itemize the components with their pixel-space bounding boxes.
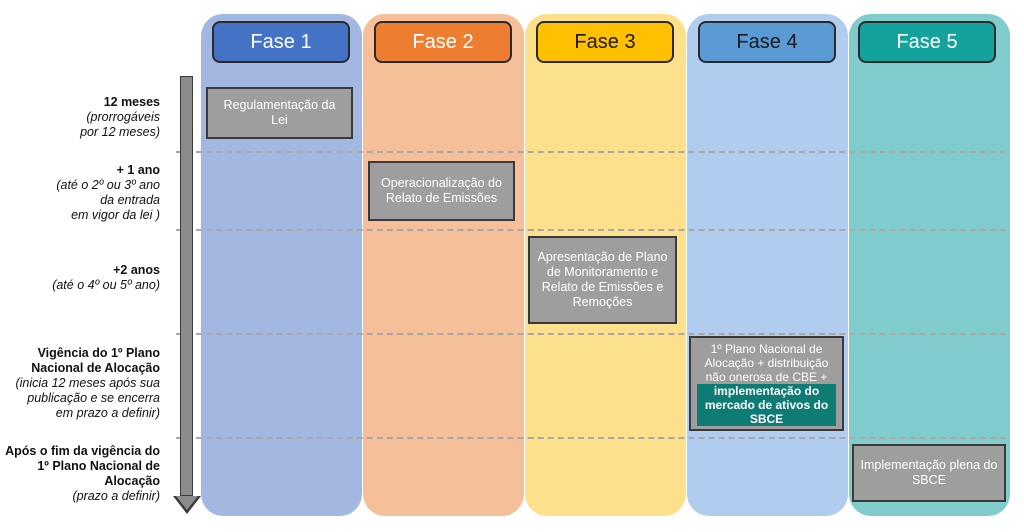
timeline-label-2: + 1 ano (até o 2º ou 3º ano da entrada e…	[56, 163, 160, 222]
phase-4-column	[687, 14, 848, 516]
separator-2	[176, 229, 1006, 231]
separator-1	[176, 151, 1006, 153]
step-plano-alocacao: 1º Plano Nacional de Alocação + distribu…	[689, 336, 844, 431]
arrow-head-fill	[176, 496, 198, 510]
timeline-label-1: 12 meses (prorrogáveis por 12 meses)	[80, 95, 160, 139]
separator-3	[176, 333, 1006, 335]
step-operacionalizacao: Operacionalização do Relato de Emissões	[368, 161, 515, 221]
step-regulamentacao: Regulamentação da Lei	[206, 87, 353, 139]
step-implementacao-plena: Implementação plena do SBCE	[852, 444, 1006, 502]
phase-5-column	[849, 14, 1010, 516]
timeline-label-5: Após o fim da vigência do 1º Plano Nacio…	[5, 444, 160, 503]
separator-4	[176, 437, 1006, 439]
phase-2-header: Fase 2	[374, 21, 512, 63]
phase-1-header: Fase 1	[212, 21, 350, 63]
down-arrow-icon	[180, 76, 193, 496]
phase-3-header: Fase 3	[536, 21, 674, 63]
highlight-mercado: implementação do mercado de ativos do SB…	[697, 383, 836, 426]
timeline-label-3: +2 anos (até o 4º ou 5º ano)	[52, 263, 160, 292]
phase-2-column	[363, 14, 524, 516]
timeline-label-4: Vigência do 1º Plano Nacional de Alocaçã…	[15, 346, 160, 420]
phase-5-header: Fase 5	[858, 21, 996, 63]
phase-4-header: Fase 4	[698, 21, 836, 63]
step-plano-monitoramento: Apresentação de Plano de Monitoramento e…	[528, 236, 677, 324]
